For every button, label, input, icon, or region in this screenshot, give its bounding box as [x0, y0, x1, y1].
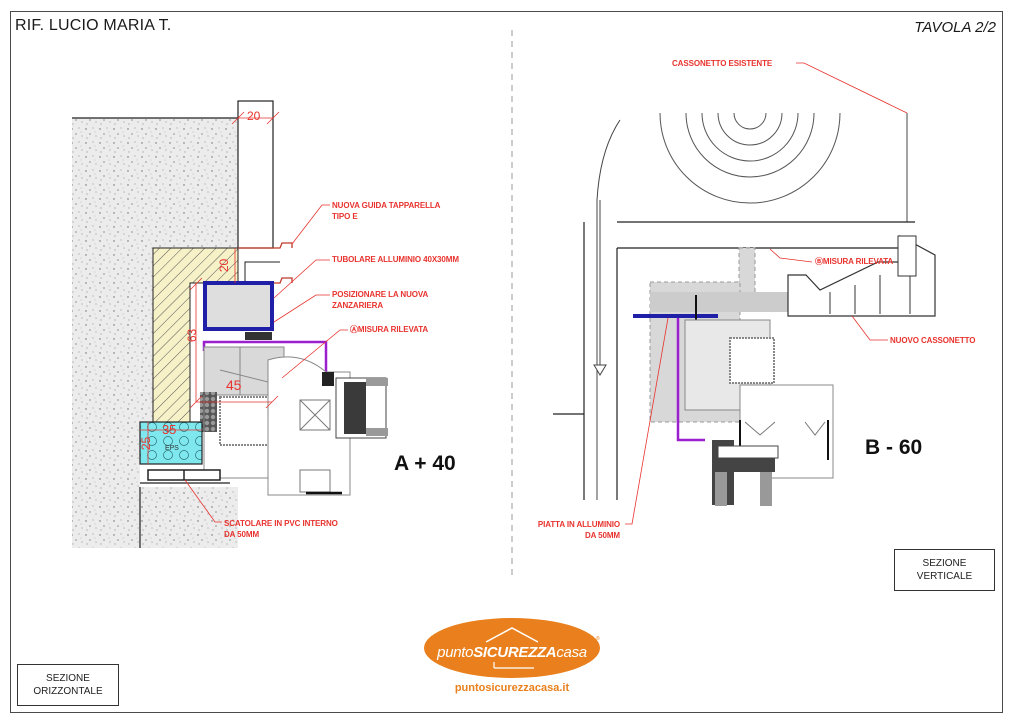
- dimension-top-width: 20: [247, 109, 261, 123]
- dimension-guide-gap: 20: [217, 258, 232, 273]
- right-section-drawing: [553, 62, 936, 525]
- left-section-drawing: [72, 100, 388, 548]
- leader-lines: [625, 62, 908, 525]
- dimension-height: 63: [185, 328, 200, 343]
- note-new-cassonetto: NUOVO CASSONETTO: [890, 336, 976, 345]
- dimension-frame-width: 45: [226, 377, 242, 393]
- dimension-eps-width: 35: [162, 422, 177, 437]
- steel-reinforcement: [219, 396, 273, 446]
- note-line: PIATTA IN ALLUMINIO: [537, 520, 620, 529]
- registered-mark: ®: [596, 636, 600, 642]
- note-line: NUOVA GUIDA TAPPARELLA: [332, 201, 441, 210]
- note-aluminium-tube: TUBOLARE ALLUMINIO 40X30MM: [332, 255, 459, 264]
- box-label-line: ORIZZONTALE: [33, 686, 103, 697]
- note-line: ZANZARIERA: [332, 301, 383, 310]
- box-label-line: SEZIONE: [46, 673, 90, 684]
- note-mosquito-net: POSIZIONARE LA NUOVA ZANZARIERA: [332, 289, 428, 311]
- note-shutter-guide: NUOVA GUIDA TAPPARELLA TIPO E: [332, 200, 440, 222]
- note-existing-cassonetto: CASSONETTO ESISTENTE: [672, 59, 773, 68]
- section-label-a: A + 40: [394, 452, 456, 475]
- note-line: DA 50MM: [584, 531, 620, 540]
- aluminium-flat: [633, 314, 718, 318]
- note-aluminium-flat: PIATTA IN ALLUMINIO DA 50MM: [520, 519, 620, 541]
- flashing: [676, 318, 705, 442]
- brand-suffix: casa: [556, 643, 587, 661]
- brand-url[interactable]: puntosicurezzacasa.it: [454, 682, 570, 694]
- mosquito-net: [245, 332, 272, 340]
- shutter-guide-housing: [237, 100, 274, 249]
- box-label-line: SEZIONE: [922, 558, 967, 569]
- shutter-guide: [238, 242, 293, 249]
- vertical-section-box: SEZIONE VERTICALE: [894, 549, 995, 591]
- gasket: [322, 372, 334, 386]
- note-line: SCATOLARE IN PVC INTERNO: [224, 519, 338, 528]
- dimension-eps-height: 25: [139, 436, 154, 451]
- note-measurement-b: ⒷMISURA RILEVATA: [815, 257, 894, 266]
- note-line: DA 50MM: [224, 530, 260, 539]
- masonry-wall: [72, 118, 238, 548]
- brand-prefix: punto: [437, 643, 474, 661]
- brand-logo: puntoSICUREZZAcasa: [424, 618, 600, 678]
- leader-lines: [184, 204, 348, 523]
- note-measurement-a: ⒶMISURA RILEVATA: [350, 325, 429, 334]
- brand-name: puntoSICUREZZAcasa: [437, 644, 587, 661]
- aluminium-tube: [203, 281, 274, 331]
- house-roof-icon: [485, 627, 539, 669]
- reference-title: RIF. LUCIO MARIA T.: [15, 17, 172, 34]
- eps-tag: EPS: [165, 445, 179, 452]
- note-line: TIPO E: [332, 212, 358, 221]
- roller-shutter-coil: [659, 112, 841, 204]
- section-label-b: B - 60: [865, 436, 923, 459]
- eps-block: [139, 421, 203, 465]
- box-label-line: VERTICALE: [916, 571, 973, 582]
- note-line: POSIZIONARE LA NUOVA: [332, 290, 429, 299]
- brand-bold: SICUREZZA: [473, 643, 557, 661]
- sheet-number: TAVOLA 2/2: [914, 19, 996, 36]
- note-pvc-box: SCATOLARE IN PVC INTERNO DA 50MM: [224, 518, 338, 540]
- horizontal-section-box: SEZIONE ORIZZONTALE: [17, 664, 119, 706]
- dimension-lines: [140, 111, 280, 464]
